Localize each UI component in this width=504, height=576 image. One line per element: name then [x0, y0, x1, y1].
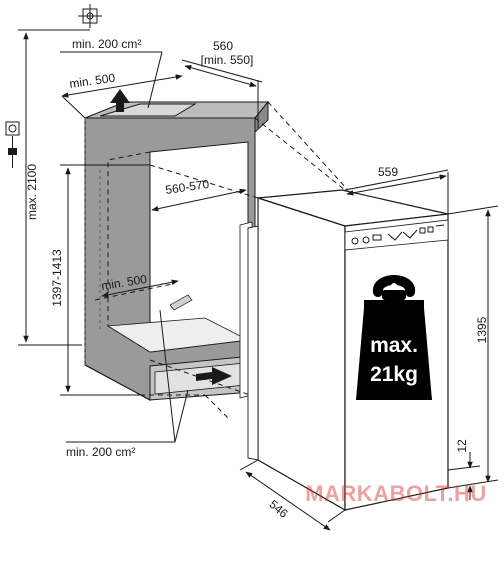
vent-bottom-label: min. 200 cm² [66, 445, 135, 459]
appliance-width-dimension [344, 169, 449, 214]
niche-side-guides [84, 118, 101, 365]
weight-icon [356, 275, 432, 400]
weight-line2: 21kg [370, 363, 418, 386]
socket-symbol-top [78, 4, 102, 28]
total-height-dimension [18, 29, 90, 346]
depth-top-label: min. 500 [68, 71, 116, 91]
control-panel [351, 224, 445, 245]
gap-bottom-dimension [447, 452, 481, 500]
appliance-height-dimension [447, 205, 499, 489]
appliance-depth-dimension [239, 459, 346, 531]
vent-arrow-up [110, 89, 130, 112]
appliance-height-label: 1395 [475, 316, 489, 343]
depth-bottom-dimension [94, 279, 179, 301]
niche [84, 100, 270, 401]
niche-width-dimension [151, 188, 247, 212]
niche-height-dimension [60, 164, 150, 396]
weight-line1: max. [370, 334, 418, 357]
depth-top-dimension [61, 74, 183, 119]
cabinet-depth-label: 560 [213, 39, 233, 53]
niche-height-label: 1397-1413 [50, 249, 64, 307]
cabinet-depth-min-label: [min. 550] [201, 53, 254, 67]
appliance-width-label: 559 [378, 165, 398, 179]
vent-bottom-leader [66, 309, 189, 443]
total-height-label: max. 2100 [25, 164, 39, 220]
plug-icon [5, 121, 20, 168]
vent-arrow-in [196, 367, 232, 385]
vent-top-label: min. 200 cm² [72, 37, 141, 51]
gap-bottom-label: 12 [455, 439, 469, 453]
watermark: MARKABOLT.HU [305, 481, 487, 506]
niche-width-label: 560-570 [164, 177, 210, 197]
